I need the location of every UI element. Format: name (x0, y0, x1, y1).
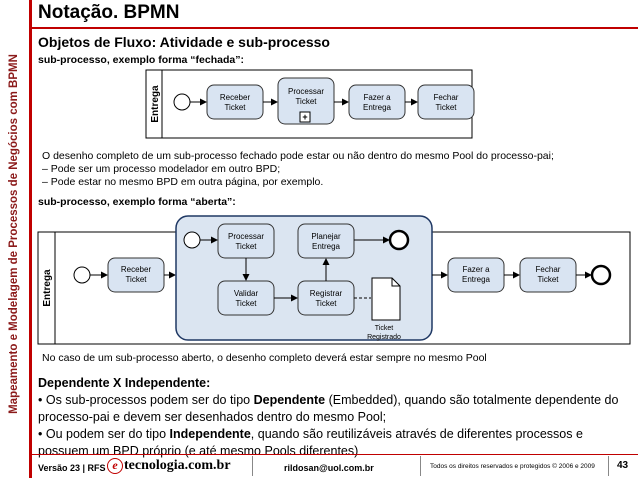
open-task-receber: Receber Ticket (107, 257, 165, 293)
closed-processar-line2: Ticket (295, 97, 317, 106)
page-number: 43 (617, 460, 629, 471)
paragraph1-line1: O desenho completo de um sub-processo fe… (42, 150, 554, 162)
bullet1-post: (Embedded), quando são totalmente depend… (38, 393, 619, 424)
open-start-event (73, 266, 91, 284)
page-title: Notação. BPMN (38, 2, 180, 23)
open-validar-line2: Ticket (235, 299, 257, 308)
bullet2-pre: • Ou podem ser do tipo (38, 427, 170, 441)
bullet1-pre: • Os sub-processos podem ser do tipo (38, 393, 254, 407)
open-processar-line1: Processar (228, 232, 264, 241)
footer-divider (32, 454, 638, 455)
closed-receber-line2: Ticket (224, 103, 246, 112)
closed-start-event (173, 93, 191, 111)
sub-end-event (388, 229, 410, 251)
closed-pool-label: Entrega (150, 85, 161, 123)
open-task-planejar: Planejar Entrega (297, 223, 355, 259)
open-fechar-line2: Ticket (537, 275, 559, 284)
paragraph1-line2: – Pode ser um processo modelador em outr… (42, 163, 281, 175)
closed-receber-line1: Receber (220, 93, 251, 102)
bullet1-bold: Dependente (253, 393, 326, 407)
footer-email: rildosan@uol.com.br (284, 463, 374, 473)
open-receber-line2: Ticket (125, 275, 147, 284)
footer-separator (252, 456, 253, 476)
closed-fazer-line2: Entrega (363, 103, 392, 112)
open-planejar-line2: Entrega (312, 242, 341, 251)
closed-task-fazer: Fazer a Entrega (348, 84, 406, 120)
open-validar-line1: Validar (234, 289, 259, 298)
closed-task-processar: Processar Ticket + (277, 77, 335, 125)
open-task-validar: Validar Ticket (217, 280, 275, 316)
bullet-dependente: • Os sub-processos podem ser do tipo Dep… (38, 392, 633, 426)
open-task-fechar: Fechar Ticket (519, 257, 577, 293)
dependency-section: Dependente X Independente: • Os sub-proc… (38, 375, 633, 460)
open-task-processar: Processar Ticket (217, 223, 275, 259)
bullet2-bold: Independente (169, 427, 251, 441)
sidebar-divider (29, 0, 32, 478)
section-heading: Dependente X Independente: (38, 376, 211, 390)
sub-start-event (183, 231, 201, 249)
sidebar: Mapeamento e Modelagem de Processos de N… (0, 0, 28, 478)
closed-task-fechar: Fechar Ticket (417, 84, 475, 120)
artifact-line1: Ticket (375, 325, 393, 332)
title-divider (32, 27, 638, 29)
open-fazer-line1: Fazer a (462, 265, 490, 274)
collapse-marker (299, 111, 311, 123)
closed-fechar-line1: Fechar (434, 93, 459, 102)
artifact-line2: Registrado (367, 334, 401, 341)
footer-separator (608, 456, 609, 476)
open-planejar-line1: Planejar (311, 232, 341, 241)
open-registrar-line1: Registrar (310, 289, 343, 298)
open-example-label: sub-processo, exemplo forma “aberta”: (38, 196, 236, 208)
page-subtitle: Objetos de Fluxo: Atividade e sub-proces… (38, 34, 330, 50)
logo-text: tecnologia.com.br (124, 458, 231, 473)
open-fechar-line1: Fechar (536, 265, 561, 274)
open-fazer-line2: Entrega (462, 275, 491, 284)
paragraph2: No caso de um sub-processo aberto, o des… (42, 352, 487, 364)
closed-example-label: sub-processo, exemplo forma “fechada”: (38, 54, 244, 66)
closed-processar-line1: Processar (288, 87, 324, 96)
footer-rights: Todos os direitos reservados e protegido… (430, 463, 595, 470)
open-processar-line2: Ticket (235, 242, 257, 251)
footer-separator (420, 456, 421, 476)
footer-version: Versão 23 | RFS (38, 463, 106, 473)
open-end-event (590, 264, 612, 286)
paragraph1-line3: – Pode estar no mesmo BPD em outra págin… (42, 176, 324, 188)
data-object-ticket-registrado: Ticket Registrado (367, 277, 401, 341)
open-receber-line1: Receber (121, 265, 152, 274)
collapse-marker-plus: + (302, 112, 307, 122)
closed-fazer-line1: Fazer a (363, 93, 391, 102)
open-task-registrar: Registrar Ticket (297, 280, 355, 316)
open-registrar-line2: Ticket (315, 299, 337, 308)
closed-task-receber: Receber Ticket (206, 84, 264, 120)
logo-e-icon: e (107, 458, 123, 474)
open-pool-label: Entrega (42, 269, 53, 307)
closed-fechar-line2: Ticket (435, 103, 457, 112)
open-task-fazer: Fazer a Entrega (447, 257, 505, 293)
